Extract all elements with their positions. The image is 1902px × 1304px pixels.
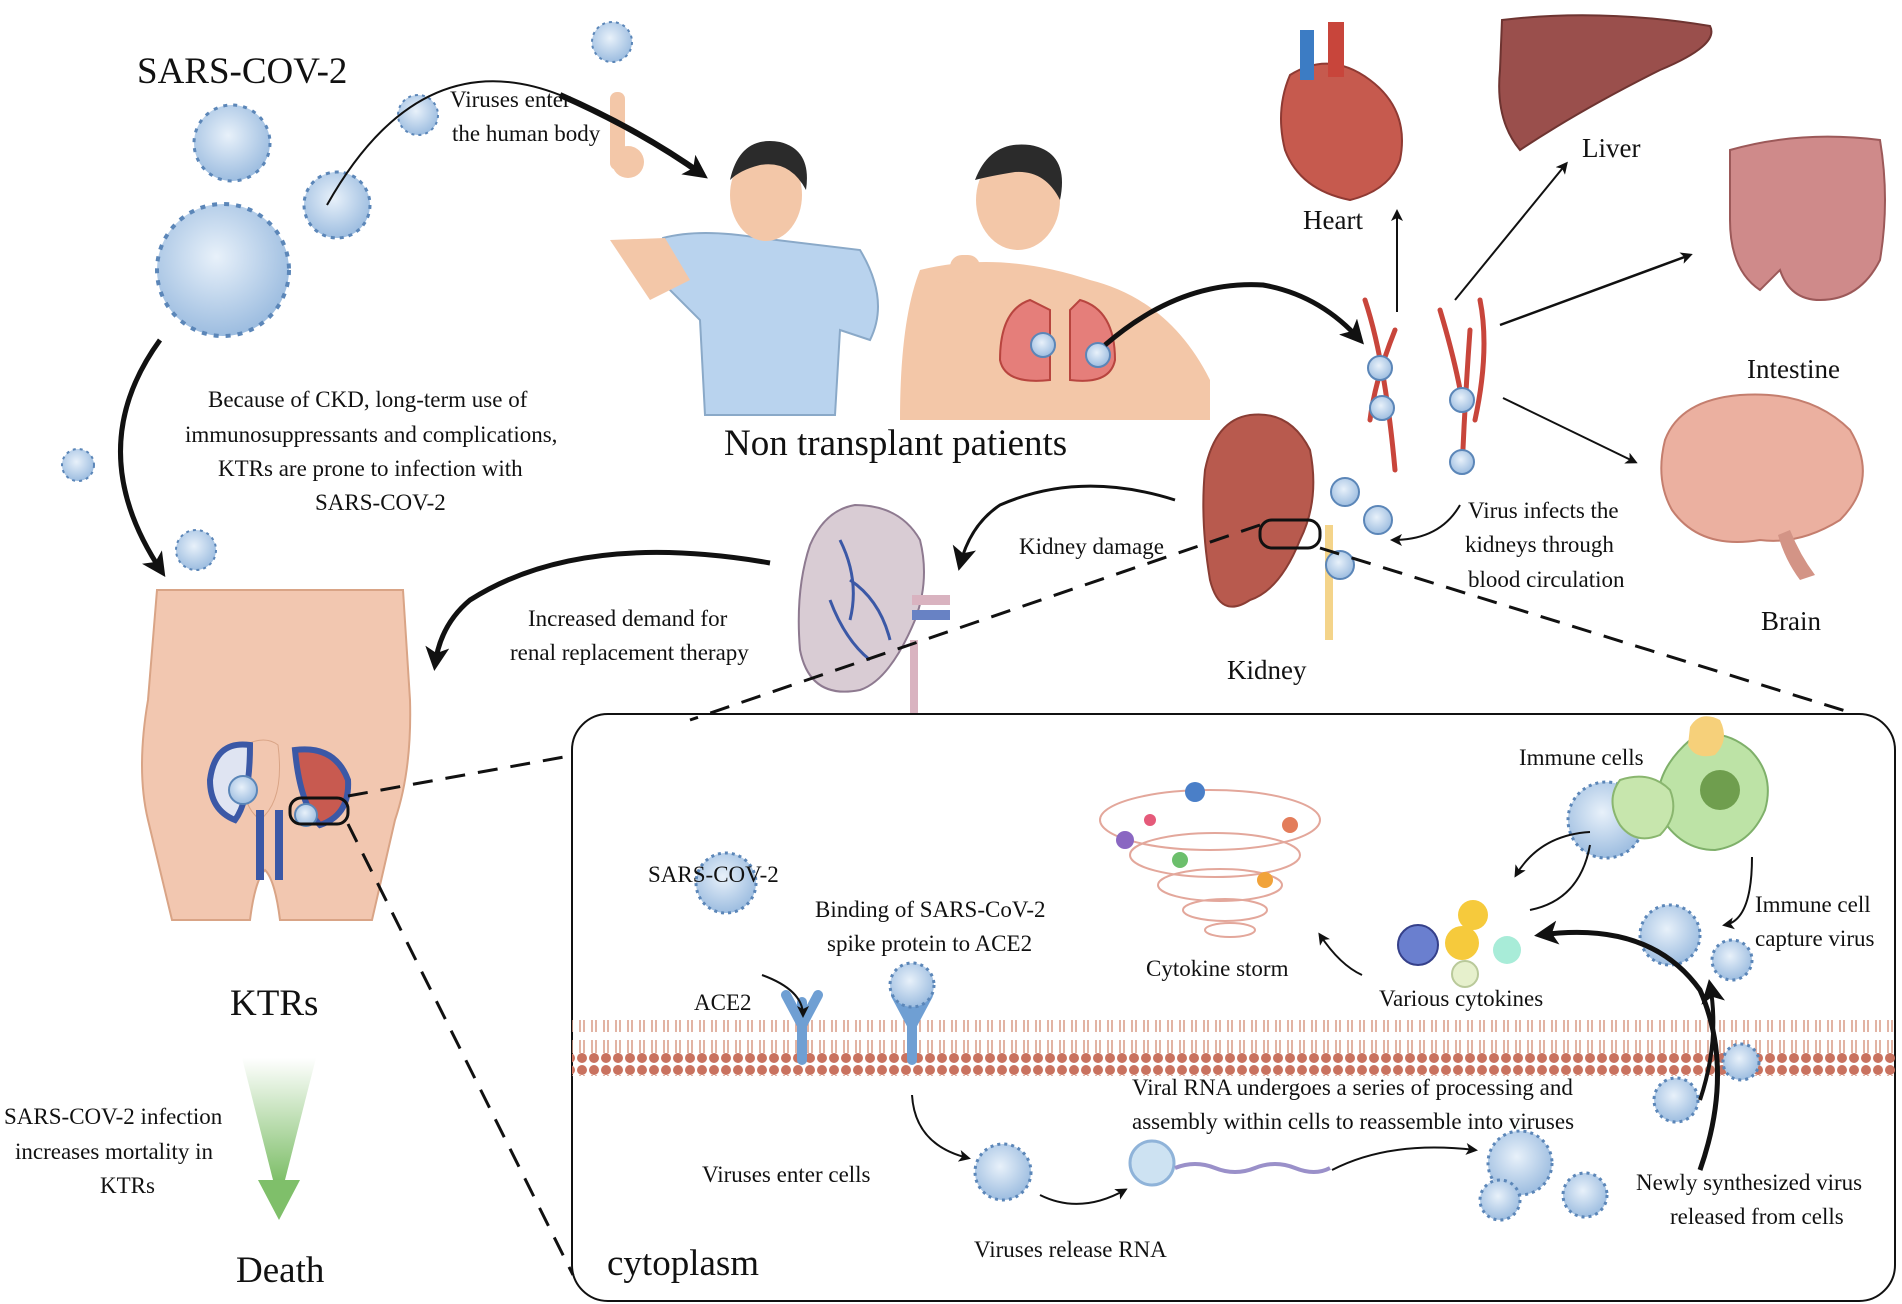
liver-icon [1498,14,1713,152]
various-cytokines-label: Various cytokines [1379,986,1544,1011]
cell-membrane [572,1020,1895,1076]
rna-processing-label-2: assembly within cells to reassemble into… [1132,1109,1575,1134]
newly-synth-label-1: Newly synthesized virus [1636,1170,1863,1195]
ace2-label: ACE2 [694,990,752,1015]
liver-label: Liver [1582,133,1641,163]
arrow-binding [761,974,809,1018]
virus-infects-label-3: blood circulation [1468,567,1625,592]
arrow-kidney-damage [952,484,1176,571]
cytokine-dot-icon [1116,782,1298,888]
arrow-release-up [1698,979,1726,1101]
virus-infects-label-2: kidneys through [1465,532,1614,557]
arrow-to-liver [1454,161,1568,301]
mortality-label-3: KTRs [100,1173,155,1198]
intestine-icon [1729,135,1886,302]
healthy-man-icon [610,92,879,416]
damaged-kidney-icon [797,503,950,730]
arrow-virus-to-cytokines [1534,920,1720,1171]
binding-label-2: spike protein to ACE2 [827,931,1033,956]
cell-inset-panel [571,713,1896,1302]
newly-synth-label-2: released from cells [1670,1204,1844,1229]
cytokine-storm-icon [1099,789,1321,938]
kidney-label: Kidney [1227,655,1307,685]
brain-icon [1660,393,1864,580]
heart-icon [1280,22,1403,202]
immune-capture-label-2: capture virus [1755,926,1875,951]
arrow-virus-to-ktrs [118,338,166,577]
immune-capture-label-1: Immune cell [1755,892,1871,917]
intestine-label: Intestine [1747,354,1840,384]
arrow-vessels-to-kidney [1390,504,1461,546]
ktrs-label: KTRs [230,983,319,1024]
binding-label-1: Binding of SARS-CoV-2 [815,897,1046,922]
blood-vessels-icon [1362,297,1487,473]
immune-cells-label: Immune cells [1519,745,1644,770]
ckd-label-2: immunosuppressants and complications, [185,422,558,447]
inset-virus-icon [694,780,1761,1222]
immune-cells-icon [1611,716,1769,852]
death-label: Death [236,1250,325,1291]
cytoplasm-label: cytoplasm [607,1243,760,1284]
arrow-rrt-to-ktrs [425,549,771,671]
arrow-reassemble [1331,1142,1478,1171]
non-transplant-label: Non transplant patients [724,423,1068,464]
heart-label: Heart [1303,205,1363,235]
rrt-label-1: Increased demand for [528,606,728,631]
sick-man-lungs-icon [900,144,1210,420]
viruses-release-rna-label: Viruses release RNA [974,1237,1167,1262]
kidney-organ-icon [1202,413,1393,640]
virus-infects-label-1: Virus infects the [1468,498,1619,523]
ckd-label-4: SARS-COV-2 [315,490,446,515]
sars-cov-2-inset-label: SARS-COV-2 [648,862,779,887]
cytokine-storm-label: Cytokine storm [1146,956,1289,981]
rna-processing-label-1: Viral RNA undergoes a series of processi… [1132,1075,1573,1100]
mortality-label-2: increases mortality in [15,1139,213,1164]
arrow-enter-cells [911,1094,971,1162]
arrow-lungs-to-vessels [1103,282,1364,347]
arrow-immune-to-cytokines [1514,831,1591,878]
vessel-virus-icon [1367,355,1475,475]
viruses-enter-body-label-2: the human body [452,121,601,146]
ckd-label-3: KTRs are prone to infection with [218,456,523,481]
zoom-dashed-lines [346,523,1853,1276]
arrow-to-cytokine-storm [1318,932,1363,976]
various-cytokines-icon [1397,900,1521,988]
sars-cov-2-virus-icon [61,21,633,571]
sars-cov-2-title: SARS-COV-2 [137,51,348,92]
arrow-release-rna [1039,1188,1128,1205]
viruses-enter-body-label-1: Viruses enter [450,87,571,112]
mortality-label-1: SARS-COV-2 infection [4,1104,223,1129]
arrow-immune-capture [1529,844,1591,911]
ckd-label-1: Because of CKD, long-term use of [208,387,528,412]
viruses-enter-cells-label: Viruses enter cells [702,1162,871,1187]
arrow-enter-body [558,92,708,179]
kidney-damage-label: Kidney damage [1019,534,1164,559]
arrow-immune-to-virus [1722,856,1753,930]
mortality-arrow [242,1058,316,1220]
abdomen-icon [141,589,412,921]
viral-rna-icon [1128,1139,1331,1187]
arrow-to-intestine [1499,252,1693,327]
arrow-to-brain [1502,397,1638,464]
rrt-label-2: renal replacement therapy [510,640,749,665]
brain-label: Brain [1761,606,1821,636]
